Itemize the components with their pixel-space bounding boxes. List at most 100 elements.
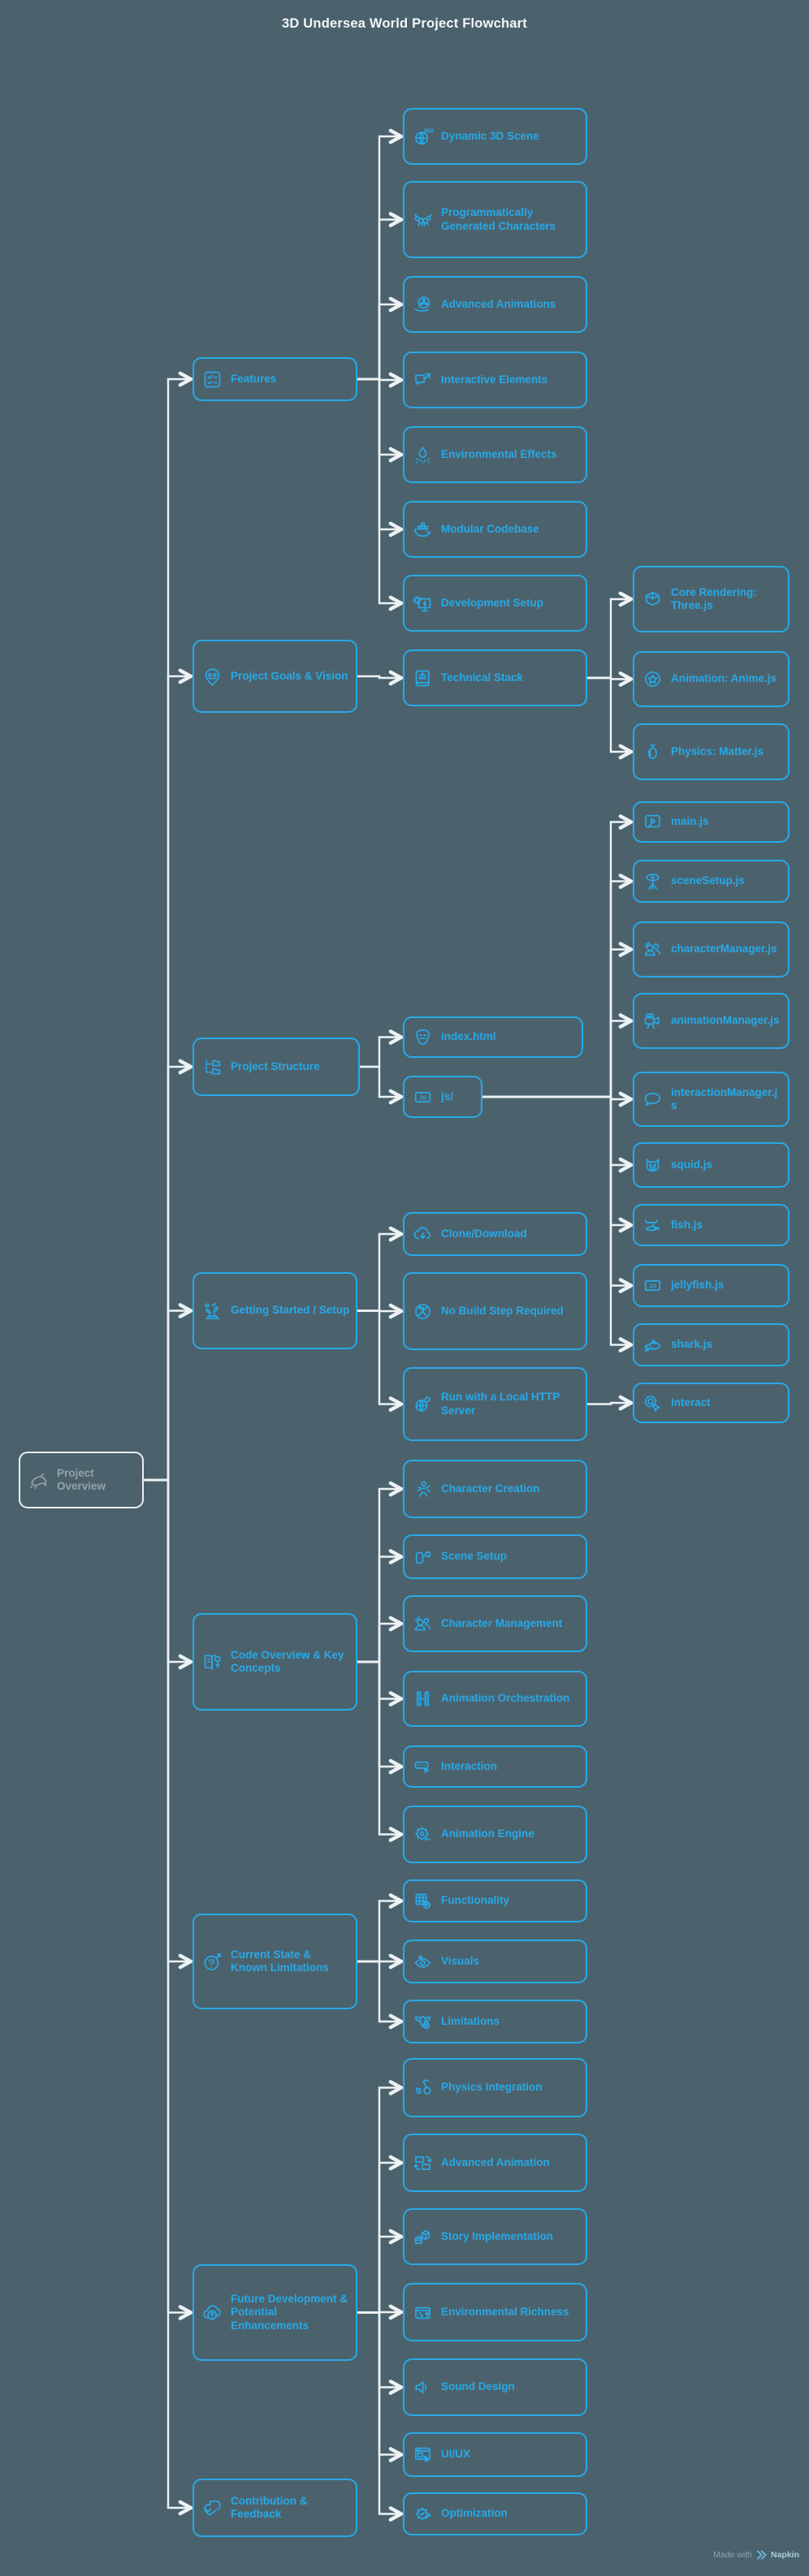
- cloud-download-icon: [412, 1223, 434, 1245]
- fish-hook-icon: [642, 1215, 664, 1236]
- node-physics: Physics Integration: [403, 2058, 587, 2117]
- whale-containers-icon: [412, 519, 434, 541]
- node-label: No Build Step Required: [441, 1304, 564, 1317]
- star-circle-icon: [642, 668, 664, 690]
- node-label: squid.js: [671, 1158, 713, 1171]
- handshake-chat-icon: [201, 2497, 223, 2519]
- node-label: Advanced Animations: [441, 297, 556, 310]
- js-badge-icon: JS: [412, 1086, 434, 1108]
- node-three_js: Core Rendering: Three.js: [633, 566, 790, 632]
- node-code: Code Overview & Key Concepts: [193, 1613, 357, 1711]
- speaker-icon: [412, 2376, 434, 2398]
- svg-text:JS: JS: [649, 1282, 656, 1289]
- gear-check-icon: [412, 2503, 434, 2525]
- napkin-brand-text: Napkin: [770, 2550, 799, 2560]
- node-label: Story Implementation: [441, 2229, 554, 2242]
- cursor-click-icon: [642, 1392, 664, 1414]
- eye-leaf-icon: [412, 1951, 434, 1973]
- node-label: Programmatically Generated Characters: [441, 206, 556, 232]
- node-label: jellyfish.js: [671, 1279, 725, 1292]
- node-jellyfish_js: JS jellyfish.js: [633, 1264, 790, 1307]
- node-label: Project Structure: [231, 1059, 320, 1072]
- node-interact: Interact: [633, 1383, 790, 1423]
- node-label: Contribution & Feedback: [231, 2494, 308, 2520]
- node-prog: Programmatically Generated Characters: [403, 181, 587, 258]
- node-anime_js: Animation: Anime.js: [633, 651, 790, 707]
- node-label: index.html: [441, 1030, 496, 1043]
- node-no_build: No Build Step Required: [403, 1272, 587, 1350]
- node-label: Advanced Animation: [441, 2155, 550, 2168]
- node-label: Interactive Elements: [441, 373, 548, 386]
- aquarium-icon: [412, 2302, 434, 2324]
- chat-expand-icon: [412, 369, 434, 391]
- made-with-text: Made with: [713, 2550, 752, 2560]
- node-label: Character Creation: [441, 1482, 540, 1495]
- node-dev_setup: Development Setup: [403, 575, 587, 632]
- shark-icon: [642, 1334, 664, 1356]
- tripod-camera-icon: [642, 870, 664, 892]
- node-ui_ux: UI/UX: [403, 2432, 587, 2477]
- node-functionality: Functionality: [403, 1879, 587, 1922]
- node-label: Project Overview: [57, 1466, 106, 1492]
- movie-camera-icon: [642, 1010, 664, 1032]
- checklist-icon: [201, 369, 223, 390]
- node-label: main.js: [671, 815, 709, 828]
- node-label: Interaction: [441, 1759, 498, 1772]
- window-cursor-icon: [412, 2444, 434, 2466]
- node-scene_setup: Scene Setup: [403, 1534, 587, 1579]
- story-book-icon: [412, 2226, 434, 2248]
- node-label: animationManager.js: [671, 1014, 780, 1027]
- node-label: UI/UX: [441, 2448, 471, 2461]
- pendulum-icon: [412, 2077, 434, 2099]
- node-label: Technical Stack: [441, 671, 524, 684]
- node-tech_stack: Technical Stack: [403, 649, 587, 706]
- film-reel-icon: [412, 294, 434, 316]
- chat-cursor-icon: [412, 1756, 434, 1778]
- node-main_js: main.js: [633, 801, 790, 843]
- node-env_rich: Environmental Richness: [403, 2283, 587, 2341]
- question-compass-icon: [201, 1951, 223, 1973]
- wings-cross-icon: [412, 2011, 434, 2033]
- node-anim_engine: Animation Engine: [403, 1806, 587, 1863]
- node-interaction_mgr_js: interactionManager.js: [633, 1072, 790, 1127]
- grid-check-icon: [412, 1890, 434, 1912]
- node-label: Scene Setup: [441, 1550, 508, 1563]
- node-advanced_anim: Advanced Animation: [403, 2134, 587, 2192]
- node-label: interactionManager.js: [671, 1085, 778, 1111]
- people-icon: [412, 1613, 434, 1635]
- node-label: Animation: Anime.js: [671, 672, 777, 685]
- node-matter_js: Physics: Matter.js: [633, 723, 790, 780]
- js-badge-icon: JS: [642, 1275, 664, 1297]
- node-label: Features: [231, 372, 277, 385]
- node-label: Animation Engine: [441, 1827, 534, 1840]
- svg-text:JS: JS: [419, 1094, 426, 1101]
- node-adv_animations: Advanced Animations: [403, 276, 587, 333]
- node-label: Code Overview & Key Concepts: [231, 1648, 344, 1674]
- node-sound: Sound Design: [403, 2358, 587, 2416]
- node-label: shark.js: [671, 1338, 713, 1351]
- node-label: Future Development & Potential Enhanceme…: [231, 2292, 348, 2332]
- cube-3d-icon: [642, 589, 664, 611]
- no-tools-icon: [412, 1301, 434, 1323]
- speech-bubble-icon: [642, 1089, 664, 1111]
- node-squid_js: squid.js: [633, 1142, 790, 1188]
- node-label: Environmental Richness: [441, 2305, 569, 2318]
- goals-pin-icon: [201, 666, 223, 688]
- film-strip-icon: [412, 1688, 434, 1710]
- node-optimization: Optimization: [403, 2492, 587, 2535]
- node-interactive: Interactive Elements: [403, 352, 587, 408]
- node-shark_js: shark.js: [633, 1323, 790, 1366]
- node-structure: Project Structure: [193, 1038, 360, 1096]
- node-root: Project Overview: [19, 1452, 144, 1508]
- node-label: Project Goals & Vision: [231, 669, 348, 682]
- squid-cat-icon: [642, 1154, 664, 1176]
- balloon-dog-icon: [412, 209, 434, 231]
- cloud-question-icon: [201, 2302, 223, 2324]
- globe-360-icon: 360: [412, 126, 434, 148]
- video-player-icon: [642, 811, 664, 833]
- node-getting: Getting Started / Setup: [193, 1272, 357, 1349]
